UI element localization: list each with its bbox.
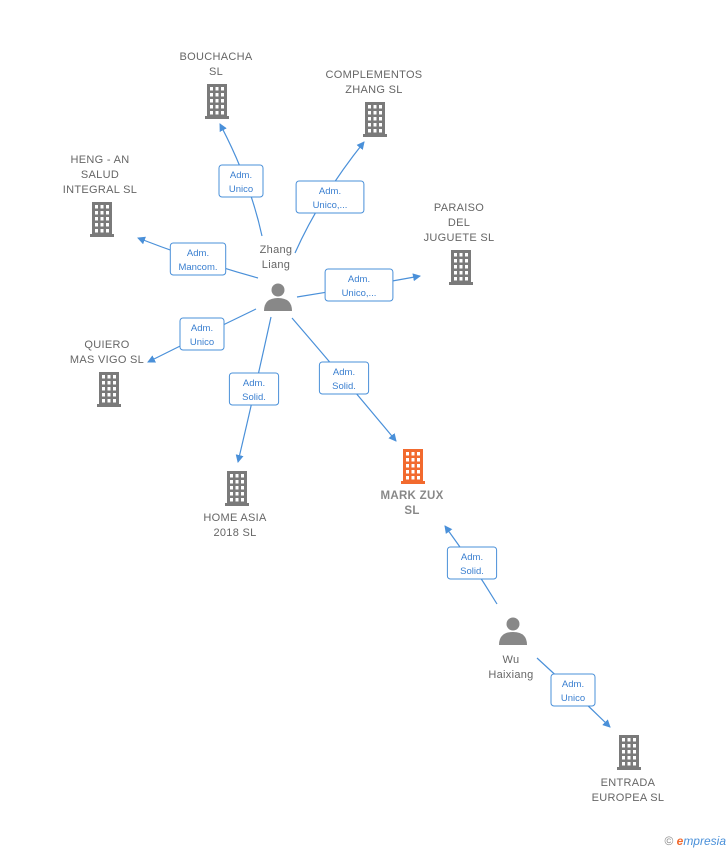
person-zhang-line-1: Zhang bbox=[260, 244, 293, 256]
relation-r_paraiso-line-1: Adm. bbox=[348, 274, 370, 285]
building-icon-paraiso[interactable] bbox=[449, 250, 473, 285]
relation-label-r_home_asia[interactable]: Adm. Solid. bbox=[228, 372, 280, 406]
empresia-watermark[interactable]: © empresia bbox=[664, 834, 726, 848]
relation-box bbox=[228, 372, 280, 406]
building-icon-heng[interactable] bbox=[90, 202, 114, 237]
relation-box bbox=[218, 164, 264, 198]
relation-r_mark_zux_wu-line-1: Adm. bbox=[461, 552, 483, 563]
company-mark_zux-line-1: MARK ZUX bbox=[380, 490, 443, 502]
building-icon-quiero[interactable] bbox=[97, 372, 121, 407]
relation-r_paraiso-line-2: Unico,... bbox=[342, 288, 377, 299]
relation-box bbox=[318, 361, 370, 395]
relation-r_heng-line-1: Adm. bbox=[187, 248, 209, 259]
company-bouchacha-line-2: SL bbox=[209, 66, 223, 78]
company-heng-line-2: SALUD bbox=[81, 169, 119, 181]
relation-r_mark_zux_zhang-line-2: Solid. bbox=[332, 381, 356, 392]
company-paraiso-line-3: JUGUETE SL bbox=[424, 232, 495, 244]
brand-logo-rest: mpresia bbox=[683, 834, 726, 848]
company-entrada-line-1: ENTRADA bbox=[601, 777, 656, 789]
company-label-complementos[interactable]: COMPLEMENTOS ZHANG SL bbox=[326, 69, 423, 96]
relation-r_home_asia-line-2: Solid. bbox=[242, 392, 266, 403]
edges bbox=[137, 123, 611, 728]
company-label-home_asia[interactable]: HOME ASIA 2018 SL bbox=[203, 512, 267, 539]
company-heng-line-3: INTEGRAL SL bbox=[63, 184, 137, 196]
company-paraiso-line-1: PARAISO bbox=[434, 202, 484, 214]
relation-label-r_paraiso[interactable]: Adm. Unico,... bbox=[324, 268, 394, 302]
relation-r_mark_zux_wu-line-2: Solid. bbox=[460, 566, 484, 577]
company-complementos-line-1: COMPLEMENTOS bbox=[326, 69, 423, 81]
relation-label-r_mark_zux_wu[interactable]: Adm. Solid. bbox=[446, 546, 498, 580]
relation-label-r_mark_zux_zhang[interactable]: Adm. Solid. bbox=[318, 361, 370, 395]
company-home_asia-line-2: 2018 SL bbox=[213, 527, 256, 539]
relation-box bbox=[295, 180, 365, 214]
relation-r_entrada-line-2: Unico bbox=[561, 693, 585, 704]
relation-box bbox=[169, 242, 227, 276]
relation-box bbox=[324, 268, 394, 302]
relation-r_bouchacha-line-2: Unico bbox=[229, 184, 253, 195]
company-heng-line-1: HENG - AN bbox=[71, 154, 130, 166]
company-bouchacha-line-1: BOUCHACHA bbox=[180, 51, 253, 63]
relation-label-r_entrada[interactable]: Adm. Unico bbox=[550, 673, 596, 707]
company-paraiso-line-2: DEL bbox=[448, 217, 470, 229]
company-complementos-line-2: ZHANG SL bbox=[345, 84, 402, 96]
relation-r_complementos-line-1: Adm. bbox=[319, 186, 341, 197]
relation-r_mark_zux_zhang-line-1: Adm. bbox=[333, 367, 355, 378]
relation-r_complementos-line-2: Unico,... bbox=[313, 200, 348, 211]
company-label-quiero[interactable]: QUIERO MAS VIGO SL bbox=[70, 339, 144, 366]
company-quiero-line-1: QUIERO bbox=[84, 339, 129, 351]
relation-box bbox=[550, 673, 596, 707]
company-quiero-line-2: MAS VIGO SL bbox=[70, 354, 144, 366]
company-label-bouchacha[interactable]: BOUCHACHA SL bbox=[180, 51, 253, 78]
person-icon-zhang[interactable] bbox=[264, 283, 292, 312]
company-mark_zux-line-2: SL bbox=[404, 505, 419, 517]
copyright-icon: © bbox=[664, 834, 674, 848]
relation-box bbox=[446, 546, 498, 580]
relation-label-r_heng[interactable]: Adm. Mancom. bbox=[169, 242, 227, 276]
relation-r_heng-line-2: Mancom. bbox=[178, 262, 217, 273]
company-label-entrada[interactable]: ENTRADA EUROPEA SL bbox=[592, 777, 665, 804]
relation-r_bouchacha-line-1: Adm. bbox=[230, 170, 252, 181]
company-label-heng[interactable]: HENG - AN SALUD INTEGRAL SL bbox=[63, 154, 137, 196]
relation-label-r_complementos[interactable]: Adm. Unico,... bbox=[295, 180, 365, 214]
relation-label-r_quiero[interactable]: Adm. Unico bbox=[179, 317, 225, 351]
building-icon-complementos[interactable] bbox=[363, 102, 387, 137]
company-home_asia-line-1: HOME ASIA bbox=[203, 512, 267, 524]
company-entrada-line-2: EUROPEA SL bbox=[592, 792, 665, 804]
brand-logo-first: e bbox=[676, 834, 684, 848]
relation-r_quiero-line-2: Unico bbox=[190, 337, 214, 348]
nodes: BOUCHACHA SL COMPLEMENTOS ZHANG SL HENG - AN… bbox=[63, 51, 665, 804]
person-icon-wu[interactable] bbox=[499, 617, 527, 646]
person-wu-line-1: Wu bbox=[503, 654, 520, 666]
person-wu-line-2: Haixiang bbox=[488, 669, 533, 681]
building-icon-entrada[interactable] bbox=[617, 735, 641, 770]
company-label-mark_zux[interactable]: MARK ZUX SL bbox=[380, 490, 443, 517]
relation-r_entrada-line-1: Adm. bbox=[562, 679, 584, 690]
relation-label-r_bouchacha[interactable]: Adm. Unico bbox=[218, 164, 264, 198]
relation-r_home_asia-line-1: Adm. bbox=[243, 378, 265, 389]
building-icon-bouchacha[interactable] bbox=[205, 84, 229, 119]
person-zhang-line-2: Liang bbox=[262, 259, 290, 271]
building-icon-mark_zux[interactable] bbox=[401, 449, 425, 484]
relation-box bbox=[179, 317, 225, 351]
relation-r_quiero-line-1: Adm. bbox=[191, 323, 213, 334]
building-icon-home_asia[interactable] bbox=[225, 471, 249, 506]
company-label-paraiso[interactable]: PARAISO DEL JUGUETE SL bbox=[424, 202, 495, 244]
